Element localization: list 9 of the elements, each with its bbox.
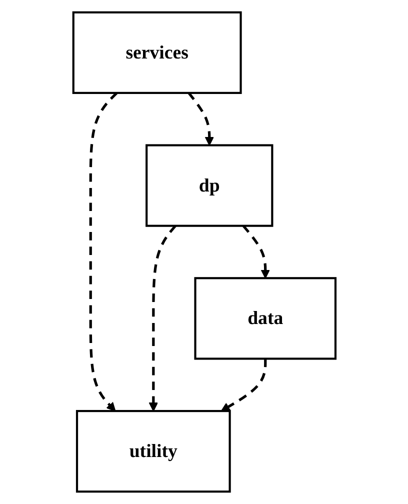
node-box: utility: [76, 410, 230, 493]
node-box: data: [194, 277, 336, 360]
arrow: [187, 92, 214, 146]
arrow: [242, 225, 270, 279]
arrow: [88, 92, 118, 412]
arrow: [148, 225, 176, 412]
node-box: dp: [145, 144, 273, 227]
node-box: services: [72, 11, 242, 94]
arrow: [220, 358, 266, 412]
